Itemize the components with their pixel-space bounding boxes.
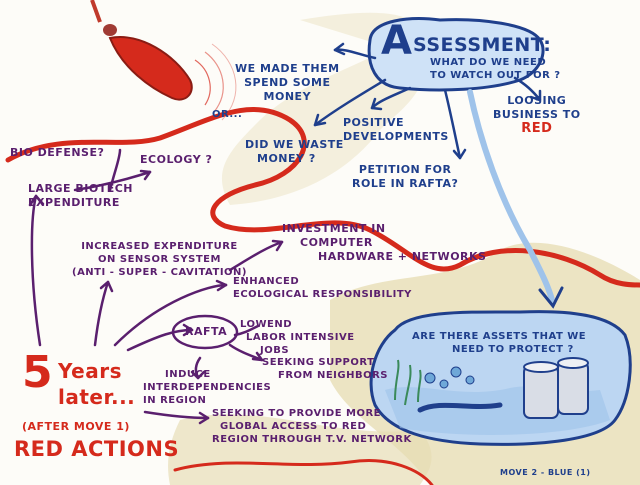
note-investment-line-3: HARDWARE + NETWORKS — [318, 250, 487, 263]
note-induce-line-1: INDUCE — [165, 369, 211, 380]
note-petition-line-2: ROLE IN RAFTA? — [352, 177, 459, 190]
note-investment-line-1: INVESTMENT IN — [282, 222, 386, 235]
note-lowend-jobs: LOWEND LABOR INTENSIVE JOBS — [240, 318, 355, 357]
note-assets-line-2: NEED TO PROTECT ? — [452, 344, 574, 355]
red-years: Years — [58, 359, 122, 383]
assessment-subtitle-line-2: TO WATCH OUT FOR ? — [430, 70, 561, 81]
note-losing-red: RED — [521, 121, 553, 136]
hydrophone-icon — [90, 0, 237, 121]
red-five: 5 — [22, 347, 54, 398]
note-sensor-line-1: INCREASED EXPENDITURE — [81, 241, 238, 252]
note-support-line-1: SEEKING SUPPORT — [262, 357, 375, 368]
note-induce-line-2: INTERDEPENDENCIES — [143, 382, 272, 393]
blue-arrows — [313, 42, 542, 160]
note-waste-money: DID WE WASTE MONEY ? — [245, 138, 344, 166]
purple-arrows — [28, 148, 284, 425]
note-spend-line-1: WE MADE THEM — [235, 62, 340, 75]
note-positive-line-2: DEVELOPMENTS — [343, 130, 449, 143]
note-seeking-support: SEEKING SUPPORT FROM NEIGHBORS — [262, 356, 388, 382]
note-assets-line-1: ARE THERE ASSETS THAT WE — [412, 331, 587, 342]
note-assets: ARE THERE ASSETS THAT WE NEED TO PROTECT… — [412, 330, 586, 356]
note-lowend-line-3: JOBS — [260, 345, 290, 356]
footer-label: MOVE 2 - BLUE (1) — [500, 468, 591, 477]
note-petition-line-1: PETITION FOR — [358, 163, 452, 176]
note-induce: INDUCE INTERDEPENDENCIES IN REGION — [143, 368, 271, 407]
note-positive-line-1: POSITIVE — [343, 116, 405, 129]
red-actions: RED ACTIONS — [14, 437, 180, 461]
note-biotech-line-1: LARGE BIOTECH — [28, 182, 133, 195]
note-waste-line-1: DID WE WASTE — [245, 138, 344, 151]
note-investment-line-2: COMPUTER — [300, 236, 373, 249]
sand-area-bottom — [168, 414, 432, 485]
red-boundary-line — [5, 106, 640, 288]
note-biotech: LARGE BIOTECH EXPENDITURE — [28, 182, 133, 210]
note-induce-line-3: IN REGION — [143, 395, 207, 406]
note-rafta: RAFTA — [185, 325, 228, 338]
note-global-line-2: GLOBAL ACCESS TO RED — [220, 421, 367, 432]
note-lowend-line-2: LABOR INTENSIVE — [246, 332, 355, 343]
red-after-move: (AFTER MOVE 1) — [22, 420, 130, 433]
note-enhanced-ecology: ENHANCED ECOLOGICAL RESPONSIBILITY — [233, 275, 412, 301]
rafta-circle — [171, 314, 239, 350]
red-boundary-line-bottom — [173, 459, 434, 485]
note-sensor-system: INCREASED EXPENDITURE ON SENSOR SYSTEM (… — [72, 240, 247, 279]
assets-connector-head — [538, 286, 564, 309]
assessment-title: SSESSMENT: — [413, 34, 552, 56]
note-support-line-2: FROM NEIGHBORS — [278, 370, 388, 381]
note-spend-money: WE MADE THEM SPEND SOME MONEY — [235, 62, 340, 104]
note-enhanced-line-1: ENHANCED — [233, 276, 300, 287]
note-waste-line-2: MONEY ? — [257, 152, 316, 165]
note-losing-business: LOOSING BUSINESS TO RED — [493, 94, 581, 136]
note-spend-line-3: MONEY — [263, 90, 312, 103]
note-positive-developments: POSITIVE DEVELOPMENTS — [343, 116, 449, 144]
assessment-cloud — [367, 17, 545, 92]
note-global-line-1: SEEKING TO PROVIDE MORE — [212, 408, 382, 419]
red-later: later... — [58, 385, 136, 409]
note-sensor-line-2: ON SENSOR SYSTEM — [98, 254, 221, 265]
note-or: OR... — [212, 109, 243, 120]
note-global-line-3: REGION THROUGH T.V. NETWORK — [212, 434, 412, 445]
note-enhanced-line-2: ECOLOGICAL RESPONSIBILITY — [233, 289, 412, 300]
barrels-icon — [523, 357, 589, 419]
note-spend-line-2: SPEND SOME — [244, 76, 331, 89]
note-lowend-line-1: LOWEND — [240, 319, 293, 330]
note-investment: INVESTMENT IN COMPUTER HARDWARE + NETWOR… — [282, 222, 486, 264]
note-biotech-line-2: EXPENDITURE — [28, 196, 120, 209]
note-bio-defense: BIO DEFENSE? — [10, 146, 105, 159]
note-losing-line-1: LOOSING — [507, 94, 567, 107]
note-losing-line-2: BUSINESS TO — [493, 108, 581, 121]
assets-connector — [467, 89, 555, 303]
note-ecology: ECOLOGY ? — [140, 153, 213, 166]
note-global-access: SEEKING TO PROVIDE MORE GLOBAL ACCESS TO… — [212, 407, 412, 446]
note-petition: PETITION FOR ROLE IN RAFTA? — [352, 163, 458, 191]
note-sensor-line-3: (ANTI - SUPER - CAVITATION) — [72, 267, 247, 278]
assessment-big-letter: A — [381, 18, 413, 64]
assessment-subtitle-line-1: WHAT DO WE NEED — [430, 57, 547, 68]
assessment-subtitle: WHAT DO WE NEED TO WATCH OUT FOR ? — [430, 56, 561, 82]
